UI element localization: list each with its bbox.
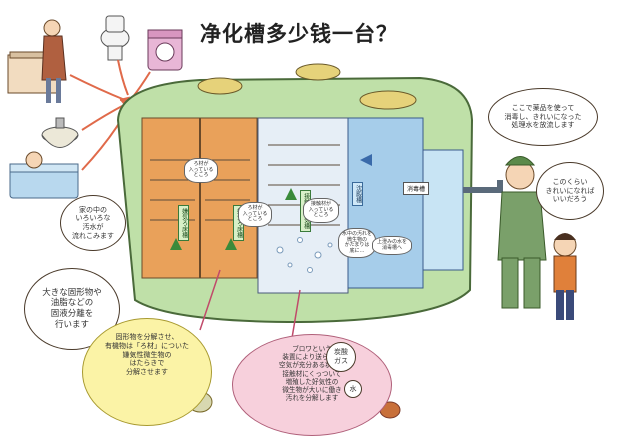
water-text: 水 [349, 384, 357, 393]
sediment-chamber-label: 沈殿槽 [352, 182, 363, 206]
anaerobic-bubble: 固形物を分解させ、 有機物は「ろ材」についた 嫌気性微生物の はたらきで 分解さ… [82, 318, 212, 426]
co2-bubble: 炭酸 ガス [326, 342, 356, 372]
toilet-icon [100, 15, 130, 61]
clean-water-bubble: このくらい きれいになれば いいだろう [536, 162, 604, 220]
filter-media-note-2: ろ材が 入っている ところ [238, 202, 272, 227]
washbasin-icon [41, 117, 79, 148]
sediment-note: 水中の汚れを 微生物の かたまりは 底に… [338, 228, 376, 258]
contact-media-note: 接触材が 入っている ところ [303, 198, 339, 223]
air-bubbles [276, 237, 333, 273]
worker-figure [497, 156, 547, 309]
inflow-text: 家の中の いろいろな 汚水が 流れこみます [72, 205, 114, 240]
discharge-pipe [463, 180, 503, 193]
filter-media-note-1: ろ材が 入っている ところ [184, 158, 218, 183]
page-title: 净化槽多少钱一台？ [200, 21, 398, 46]
separation-text: 大きな固形物や 油脂などの 固液分離を 行います [42, 287, 102, 330]
disinfect-bubble: ここで薬品を使って 消毒し、きれいになった 処理水を放流します [488, 88, 598, 146]
water-bubble: 水 [344, 380, 362, 398]
disinfect-text: ここで薬品を使って 消毒し、きれいになった 処理水を放流します [504, 103, 582, 130]
supernatant-note: 上澄みの水を 消毒槽へ [372, 236, 412, 255]
manhole-lids [197, 63, 417, 110]
filter-media [150, 144, 340, 226]
child-figure [553, 233, 577, 320]
anaerobic-chamber-1-label: 嫌気ろ床槽 [178, 205, 189, 241]
anaerobic-text: 固形物を分解させ、 有機物は「ろ材」についた 嫌気性微生物の はたらきで 分解さ… [105, 333, 189, 376]
disinfection-chamber [422, 149, 464, 271]
co2-text: 炭酸 ガス [334, 348, 348, 365]
inflow-bubble: 家の中の いろいろな 汚水が 流れこみます [60, 195, 126, 251]
aerobic-text: ブロワという 装置により送られる 空気が充分ある状態で 接触材にくっついて 増殖… [279, 345, 345, 403]
sink-scene [7, 19, 67, 103]
washing-machine-icon [147, 29, 183, 71]
bathtub-scene [9, 151, 79, 199]
clean-water-text: このくらい きれいになれば いいだろう [545, 177, 595, 204]
disinfection-chamber-label: 消毒槽 [403, 182, 430, 195]
aerobic-bubble: ブロワという 装置により送られる 空気が充分ある状態で 接触材にくっついて 増殖… [232, 334, 392, 436]
